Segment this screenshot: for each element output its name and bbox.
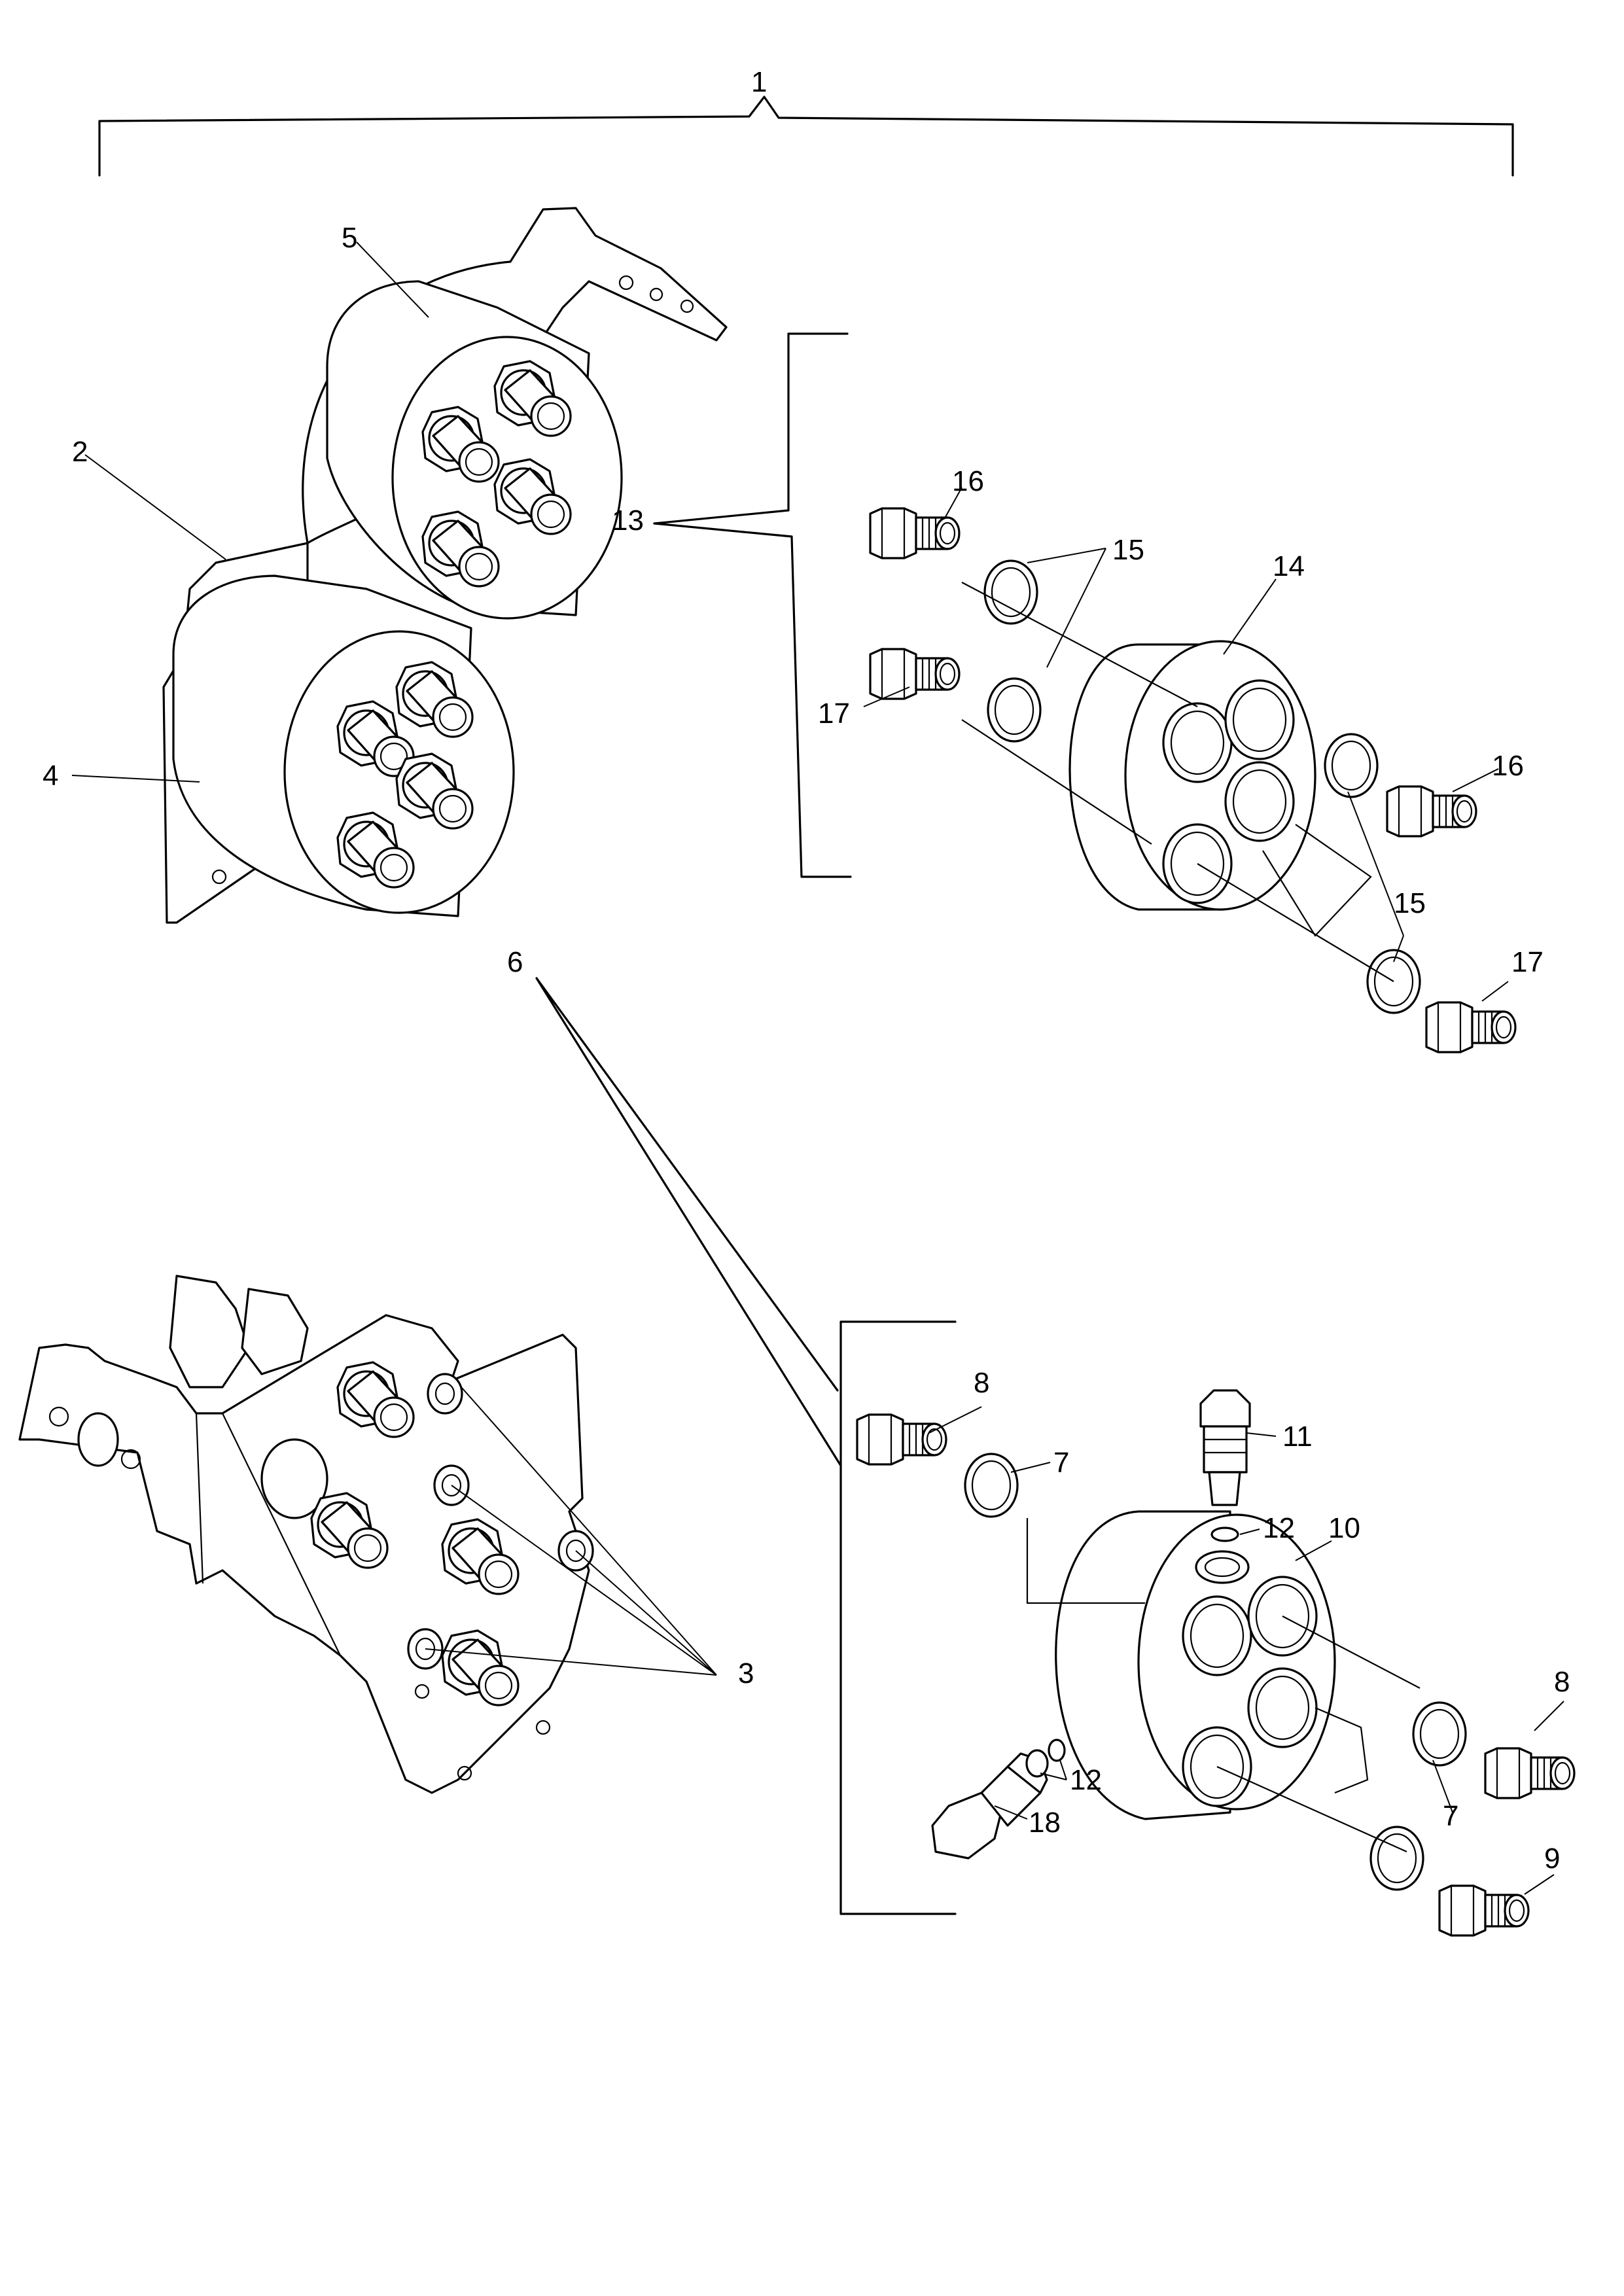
callout-15: 15: [1112, 534, 1144, 566]
callout-18: 18: [1029, 1807, 1061, 1839]
callout-12: 12: [1070, 1764, 1102, 1796]
callout-17: 17: [1511, 946, 1544, 978]
fitting-8-right: [1484, 1747, 1576, 1799]
callout-16: 16: [952, 465, 984, 497]
fitting-8-left: [856, 1413, 947, 1466]
rear-assembly: [18, 1275, 594, 1794]
callout-8: 8: [1554, 1666, 1570, 1698]
callout-10: 10: [1328, 1512, 1360, 1544]
callout-7: 7: [1443, 1800, 1458, 1832]
callout-13: 13: [612, 504, 644, 537]
oring-7: [1369, 1826, 1424, 1891]
oring-12: [1210, 1527, 1239, 1542]
oring-7: [1412, 1701, 1467, 1767]
callout-12: 12: [1263, 1512, 1295, 1544]
exploded-group-13: [653, 332, 1517, 1053]
upper-assembly: [162, 207, 728, 924]
callout-1: 1: [751, 66, 767, 98]
callout-8: 8: [974, 1367, 989, 1399]
oring-12: [1025, 1749, 1049, 1778]
callout-5: 5: [342, 222, 357, 254]
callout-6: 6: [507, 946, 523, 978]
upper-manifold: [326, 280, 623, 620]
manifold-block: [1068, 640, 1316, 911]
callout-7: 7: [1053, 1447, 1069, 1479]
oring-15: [1324, 733, 1379, 798]
callout-16: 16: [1492, 750, 1524, 782]
fitting-16-right: [1386, 785, 1477, 838]
fitting-11: [1199, 1389, 1251, 1506]
fitting-17-right: [1425, 1001, 1517, 1053]
oring-7: [964, 1453, 1019, 1518]
exploded-group-6: [535, 977, 1576, 1937]
callout-2: 2: [72, 436, 88, 468]
lower-manifold: [172, 574, 515, 917]
fitting-17-left: [869, 648, 961, 700]
callout-3: 3: [738, 1657, 754, 1689]
assembly-bracket: [98, 96, 1514, 177]
oring-12: [1048, 1739, 1066, 1762]
fitting-9: [1438, 1884, 1530, 1937]
oring-15: [983, 559, 1038, 625]
callout-11: 11: [1282, 1421, 1313, 1453]
callout-14: 14: [1273, 550, 1305, 582]
manifold-block: [1055, 1510, 1336, 1820]
callout-15: 15: [1394, 887, 1426, 919]
callout-labels: 1 2 3 4 5 6 7 7 8 8 9 10 11 12 12 13 14 …: [43, 66, 1570, 1875]
leader-lines: [71, 241, 1564, 1895]
callout-9: 9: [1544, 1843, 1560, 1875]
callout-17: 17: [818, 698, 850, 730]
callout-4: 4: [43, 760, 58, 792]
oring-15: [987, 677, 1042, 743]
